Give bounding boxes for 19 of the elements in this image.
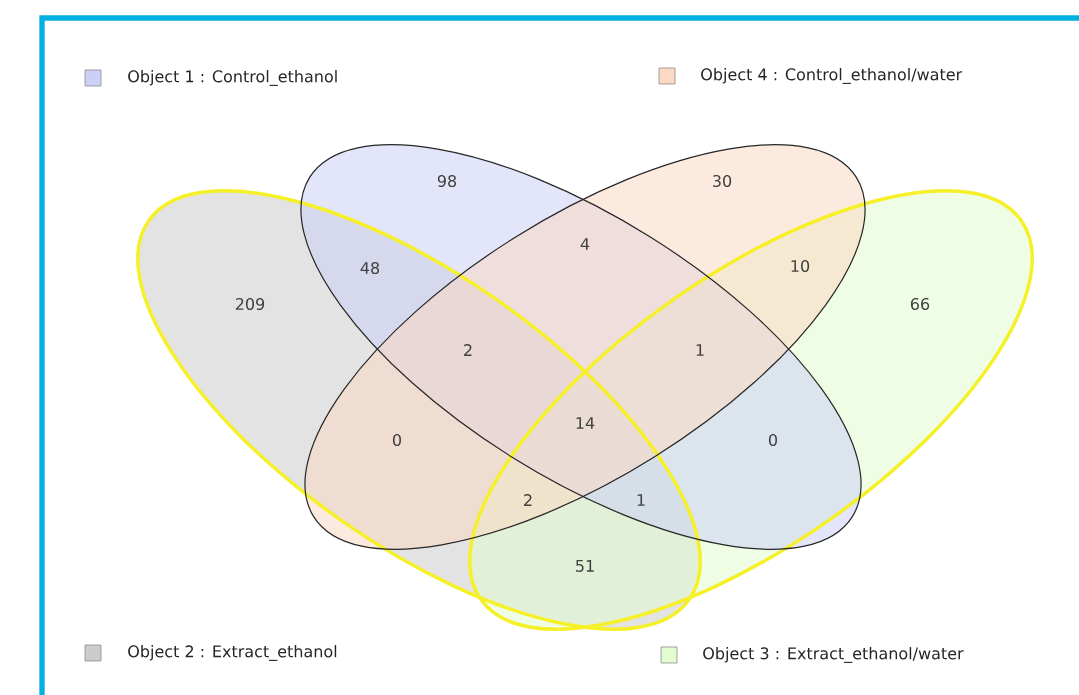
- region-count: 0: [392, 433, 402, 447]
- region-count: 2: [464, 344, 472, 356]
- region-count: 0: [768, 433, 778, 447]
- legend-label: Object 4 : Control_ethanol/water: [701, 68, 963, 84]
- legend-label: Object 2 : Extract_ethanol: [128, 645, 337, 661]
- legend-label: Object 3 : Extract_ethanol/water: [703, 647, 964, 663]
- region-count: 209: [235, 297, 265, 311]
- region-count: 98: [437, 174, 457, 188]
- region-count: 4: [580, 238, 590, 250]
- region-count: 1: [637, 494, 645, 506]
- legend-label: Object 1 : Control_ethanol: [128, 70, 337, 86]
- region-count: 48: [360, 261, 380, 275]
- region-count: 14: [576, 417, 595, 429]
- region-count: 1: [696, 344, 704, 356]
- region-count: 66: [910, 297, 930, 311]
- region-count: 51: [576, 560, 594, 572]
- region-count: 10: [791, 259, 810, 273]
- region-count: 30: [713, 174, 732, 188]
- region-count: 2: [524, 494, 532, 506]
